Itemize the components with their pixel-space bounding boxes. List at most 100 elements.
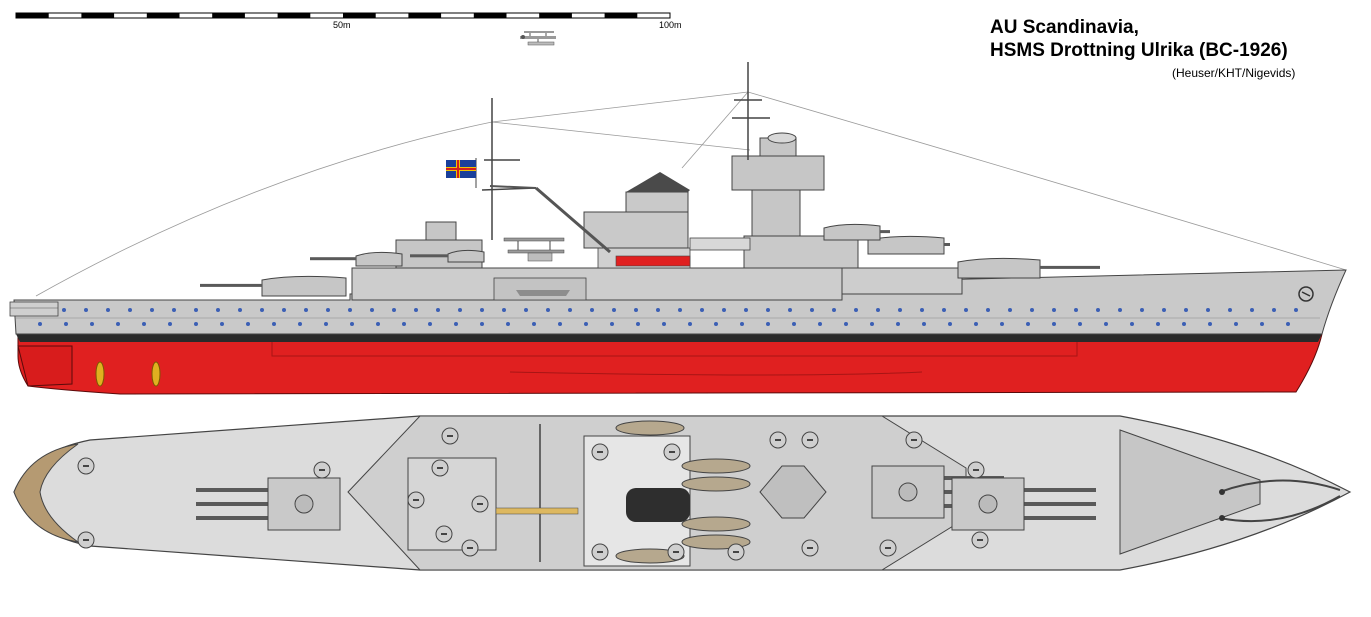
porthole xyxy=(986,308,990,312)
porthole xyxy=(246,322,250,326)
porthole xyxy=(964,308,968,312)
porthole xyxy=(326,308,330,312)
gun-mount xyxy=(967,461,985,479)
porthole xyxy=(1130,322,1134,326)
porthole xyxy=(194,322,198,326)
porthole xyxy=(428,322,432,326)
credit-text: (Heuser/KHT/Nigevids) xyxy=(1172,66,1296,80)
gun-mount xyxy=(801,539,819,557)
scale-block xyxy=(539,13,572,18)
boat xyxy=(681,458,751,474)
porthole xyxy=(1208,322,1212,326)
gun-mount xyxy=(313,461,331,479)
porthole xyxy=(216,308,220,312)
porthole xyxy=(612,308,616,312)
porthole xyxy=(714,322,718,326)
porthole xyxy=(1162,308,1166,312)
porthole xyxy=(1052,322,1056,326)
porthole xyxy=(854,308,858,312)
scale-block xyxy=(604,13,638,18)
porthole xyxy=(766,308,770,312)
porthole xyxy=(376,322,380,326)
gun-mount xyxy=(441,427,459,445)
porthole xyxy=(1074,308,1078,312)
porthole xyxy=(64,322,68,326)
gun-mount xyxy=(461,539,479,557)
porthole xyxy=(634,308,638,312)
porthole xyxy=(1030,308,1034,312)
porthole xyxy=(350,322,354,326)
porthole xyxy=(1052,308,1056,312)
porthole xyxy=(818,322,822,326)
porthole xyxy=(1096,308,1100,312)
flag-icon xyxy=(446,158,477,188)
porthole xyxy=(324,322,328,326)
masts xyxy=(481,62,770,240)
gun-mount xyxy=(971,531,989,549)
porthole xyxy=(1184,308,1188,312)
porthole xyxy=(90,322,94,326)
seaplane-icon xyxy=(503,237,565,262)
scale-block xyxy=(146,13,180,18)
porthole xyxy=(1182,322,1186,326)
turret-icon xyxy=(310,251,403,267)
porthole xyxy=(920,308,924,312)
gun-mount xyxy=(591,543,609,561)
porthole xyxy=(142,322,146,326)
porthole xyxy=(1000,322,1004,326)
porthole xyxy=(116,322,120,326)
porthole xyxy=(272,322,276,326)
turret-icon xyxy=(200,275,347,297)
porthole xyxy=(766,322,770,326)
porthole xyxy=(788,308,792,312)
porthole xyxy=(524,308,528,312)
porthole xyxy=(590,308,594,312)
porthole xyxy=(870,322,874,326)
porthole xyxy=(480,322,484,326)
porthole xyxy=(436,308,440,312)
porthole xyxy=(38,322,42,326)
porthole xyxy=(568,308,572,312)
porthole xyxy=(722,308,726,312)
scale-block xyxy=(473,13,507,18)
scale-block xyxy=(16,13,49,18)
porthole xyxy=(876,308,880,312)
gun-mount xyxy=(769,431,787,449)
boat xyxy=(615,548,685,564)
porthole xyxy=(304,308,308,312)
rigging xyxy=(35,91,1347,297)
porthole xyxy=(948,322,952,326)
porthole xyxy=(1294,308,1298,312)
porthole xyxy=(298,322,302,326)
propeller-icon xyxy=(95,361,105,387)
porthole xyxy=(942,308,946,312)
porthole xyxy=(370,308,374,312)
porthole xyxy=(1156,322,1160,326)
porthole xyxy=(1118,308,1122,312)
scale-block xyxy=(343,13,376,18)
porthole xyxy=(1026,322,1030,326)
scale-block xyxy=(277,13,311,18)
scale-block xyxy=(212,13,245,18)
porthole xyxy=(168,322,172,326)
propeller-icon xyxy=(151,361,161,387)
porthole xyxy=(558,322,562,326)
porthole xyxy=(260,308,264,312)
porthole xyxy=(128,308,132,312)
porthole xyxy=(546,308,550,312)
gun-mount xyxy=(407,491,425,509)
turret-icon xyxy=(823,223,890,241)
porthole xyxy=(974,322,978,326)
gun-mount xyxy=(663,443,681,461)
porthole xyxy=(1078,322,1082,326)
porthole xyxy=(1206,308,1210,312)
gun-mount xyxy=(591,443,609,461)
porthole xyxy=(1228,308,1232,312)
porthole xyxy=(896,322,900,326)
porthole xyxy=(688,322,692,326)
porthole xyxy=(662,322,666,326)
porthole xyxy=(62,308,66,312)
porthole xyxy=(810,308,814,312)
